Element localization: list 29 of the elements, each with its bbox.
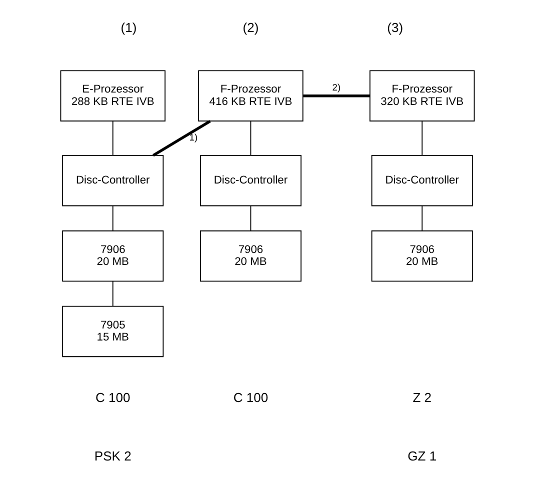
node-box: F-Prozessor 416 KB RTE IVB [198,70,304,122]
label: GZ 1 [408,448,437,464]
connector [250,120,252,156]
connector [152,120,211,157]
connector [422,120,423,156]
connector [250,206,252,232]
connector [112,206,114,232]
connector [422,206,423,232]
label: Z 2 [412,390,432,405]
edge-label: 1) [189,132,198,143]
label: C 100 [233,390,268,405]
label: (1) [120,20,137,36]
connector [112,120,114,156]
connector [303,94,370,98]
label: C 100 [96,390,130,405]
node-box: 7906 20 MB [62,230,164,282]
connector [112,281,114,307]
node-box: E-Prozessor 288 KB RTE IVB [60,70,166,122]
label: (3) [387,20,404,36]
node-box: Disc-Controller [371,154,473,206]
edge-label: 2) [332,82,341,92]
node-box: F-Prozessor 320 KB RTE IVB [370,70,475,122]
label: PSK 2 [94,448,132,464]
node-box: Disc-Controller [200,154,302,206]
node-box: Disc-Controller [62,154,164,206]
node-box: 7906 20 MB [200,230,302,282]
node-box: 7905 15 MB [62,306,164,358]
label: (2) [242,20,259,36]
node-box: 7906 20 MB [371,230,473,282]
